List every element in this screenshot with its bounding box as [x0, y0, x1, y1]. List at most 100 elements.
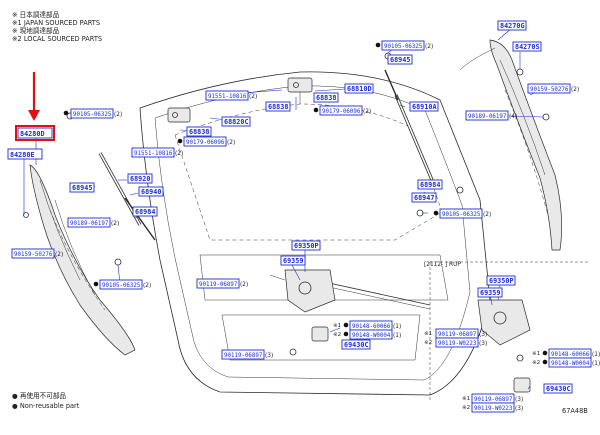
svg-text:68920: 68920 — [130, 175, 150, 183]
section-label: [2112- ] RUP — [424, 262, 461, 268]
callout-91551-1081-t[interactable]: 91551-10816(2) — [205, 90, 257, 101]
svg-text:68947: 68947 — [414, 194, 434, 202]
svg-text:(3): (3) — [479, 332, 487, 338]
callout-68984-l[interactable]: 68984 — [132, 206, 158, 217]
callout-90148-06066-l[interactable]: ※1 90148-60066(1) — [333, 320, 401, 331]
callout-90159-50276-l[interactable]: 90159-50276(2) — [11, 248, 63, 259]
svg-text:90189-06197: 90189-06197 — [70, 221, 109, 227]
svg-text:68945: 68945 — [390, 56, 410, 64]
svg-text:90189-06197: 90189-06197 — [468, 114, 507, 120]
callout-90119-w0223-r[interactable]: ※2 90119-W0223(3) — [424, 337, 487, 348]
svg-text:68984: 68984 — [135, 208, 155, 216]
svg-text:(2): (2) — [143, 283, 151, 289]
legend-top: ※ 日本調達部品 ※1 JAPAN SOURCED PARTS ※ 現地調達部品… — [12, 10, 102, 43]
handle-left — [311, 326, 329, 342]
svg-text:(1): (1) — [393, 324, 401, 330]
callout-84270S[interactable]: 84270S — [512, 41, 542, 52]
callout-69350P-r[interactable]: 69350P — [486, 275, 516, 286]
svg-text:69430C: 69430C — [344, 341, 369, 349]
svg-text:84280E: 84280E — [10, 151, 35, 159]
callout-90148-06066-r[interactable]: ※1 90148-60066(1) — [532, 348, 600, 359]
callout-84270G[interactable]: 84270G — [497, 20, 527, 31]
callout-90105-06325-bl[interactable]: 90105-06325(2) — [93, 279, 152, 290]
callout-90119-06897-br[interactable]: ※1 90119-06897(3) — [462, 393, 523, 404]
svg-text:90105-06325: 90105-06325 — [442, 212, 481, 218]
svg-text:90179-06096: 90179-06096 — [186, 140, 225, 146]
svg-text:90148-W0004: 90148-W0004 — [551, 361, 590, 367]
latch-left-assembly — [269, 269, 336, 313]
callout-90119-06897-l[interactable]: 90119-06897(2) — [196, 278, 248, 289]
callout-68920[interactable]: 68920 — [127, 173, 153, 184]
svg-text:(2): (2) — [240, 282, 248, 288]
svg-text:(3): (3) — [515, 406, 523, 412]
svg-text:69350P: 69350P — [294, 242, 319, 250]
callout-69430C-r[interactable]: 69430C — [543, 383, 573, 394]
hinge-left — [167, 107, 191, 123]
svg-text:68945: 68945 — [72, 184, 92, 192]
svg-text:(2): (2) — [249, 94, 257, 100]
callout-90119-w0223-br[interactable]: ※2 90119-W0223(3) — [462, 402, 523, 413]
svg-text:68810D: 68810D — [347, 85, 372, 93]
svg-text:90159-50276: 90159-50276 — [530, 87, 569, 93]
legend-line-1: ※ 日本調達部品 — [12, 10, 60, 19]
callout-68910A[interactable]: 68910A — [409, 101, 439, 112]
callout-90189-06197-r[interactable]: 90189-06197(4) — [465, 110, 517, 121]
callout-68945-l[interactable]: 68945 — [69, 182, 95, 193]
legend-nonreusable-en: ● Non-reusable part — [12, 402, 80, 410]
svg-text:84280D: 84280D — [20, 130, 45, 138]
callout-69359-r[interactable]: 69359 — [477, 287, 503, 298]
svg-text:91551-10816: 91551-10816 — [208, 94, 247, 100]
callout-90148-w0004-l[interactable]: ※2 90148-W0004(1) — [333, 329, 401, 340]
svg-text:90179-06096: 90179-06096 — [322, 109, 361, 115]
callout-90105-06325-tr[interactable]: 90105-06325(2) — [375, 40, 434, 51]
diagram-code: 67A48B — [562, 407, 588, 415]
svg-text:68838: 68838 — [189, 128, 209, 136]
callout-68838-m[interactable]: 68838 — [186, 126, 212, 137]
svg-text:91551-10816: 91551-10816 — [134, 151, 173, 157]
callout-68984-r[interactable]: 68984 — [417, 179, 443, 190]
callout-84280D[interactable]: 84280D — [17, 127, 53, 139]
legend-line-4: ※2 LOCAL SOURCED PARTS — [12, 35, 102, 43]
callout-90159-50276-r[interactable]: 90159-50276(2) — [527, 83, 579, 94]
callout-90119-06897-r[interactable]: ※1 90119-06897(3) — [424, 328, 487, 339]
svg-text:(1): (1) — [592, 352, 600, 358]
svg-text:※2: ※2 — [462, 405, 470, 411]
callout-69350P-l[interactable]: 69350P — [291, 240, 321, 251]
svg-text:(2): (2) — [227, 140, 235, 146]
svg-text:※2: ※2 — [333, 332, 341, 338]
svg-text:68984: 68984 — [420, 181, 440, 189]
callout-90119-06897-b[interactable]: 90119-06897(3) — [221, 349, 273, 360]
callout-68945-r[interactable]: 68945 — [387, 54, 413, 65]
legend-bottom: ● 再使用不可部品 ● Non-reusable part — [12, 391, 80, 410]
handle-right — [513, 377, 531, 393]
svg-text:(2): (2) — [363, 109, 371, 115]
callout-68838-t[interactable]: 68838 — [265, 101, 291, 112]
svg-text:90148-W0004: 90148-W0004 — [352, 333, 391, 339]
callout-68820C[interactable]: 68820C — [221, 116, 251, 127]
callout-68947[interactable]: 68947 — [411, 192, 437, 203]
callout-91551-1081-m[interactable]: 91551-10816(2) — [131, 147, 183, 158]
svg-text:90119-W0223: 90119-W0223 — [474, 406, 513, 412]
callout-84280E[interactable]: 84280E — [7, 148, 43, 160]
callout-90105-06325-mr[interactable]: 90105-06325(2) — [433, 208, 492, 219]
callout-68838-r[interactable]: 68838 — [313, 92, 339, 103]
callout-68940[interactable]: 68940 — [138, 186, 164, 197]
callout-90189-06197-l[interactable]: 90189-06197(2) — [67, 217, 119, 228]
svg-text:90159-50276: 90159-50276 — [14, 252, 53, 258]
svg-text:※1: ※1 — [532, 351, 541, 357]
svg-text:※2: ※2 — [532, 360, 540, 366]
callout-90179-06096-l[interactable]: 90179-06096(2) — [177, 136, 236, 147]
svg-text:90105-06325: 90105-06325 — [73, 112, 112, 118]
svg-text:(2): (2) — [175, 151, 183, 157]
callout-69430C-l[interactable]: 69430C — [341, 339, 371, 350]
svg-text:※1: ※1 — [424, 331, 433, 337]
svg-text:(2): (2) — [55, 252, 63, 258]
callout-90148-w0004-r[interactable]: ※2 90148-W0004(1) — [532, 357, 600, 368]
callout-69359-l[interactable]: 69359 — [280, 255, 306, 266]
callout-90179-06096-r[interactable]: 90179-06096(2) — [313, 105, 372, 116]
callout-68810D[interactable]: 68810D — [344, 83, 374, 94]
callout-90105-06325-tl[interactable]: 90105-06325(2) — [63, 108, 123, 119]
legend-nonreusable-jp: ● 再使用不可部品 — [12, 391, 66, 400]
section-rup: [2112- ] RUP — [424, 261, 588, 400]
